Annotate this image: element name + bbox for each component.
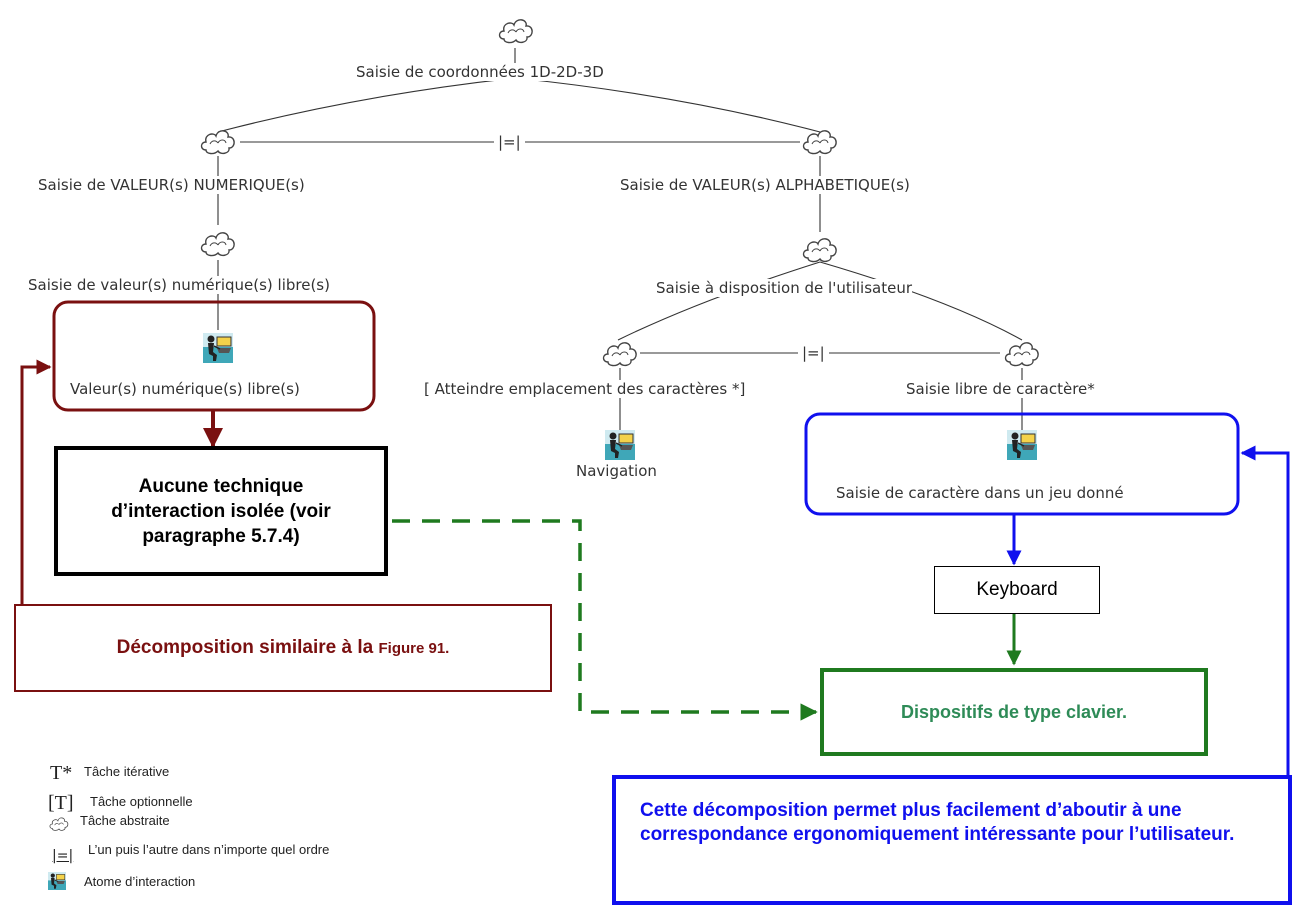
user-dispo-task-label: Saisie à disposition de l'utilisateur	[656, 279, 912, 297]
operator-label-2: |=|	[798, 344, 829, 362]
root-cloud-icon	[498, 19, 533, 44]
user-dispo-cloud-icon	[802, 238, 837, 263]
numeric-task-label: Saisie de VALEUR(s) NUMERIQUE(s)	[38, 176, 305, 194]
navigation-atom-icon	[605, 430, 635, 460]
reach-cloud-icon	[602, 342, 637, 367]
numeric-free-task-label: Saisie de valeur(s) numérique(s) libre(s…	[28, 276, 330, 294]
comment-text: Cette décomposition permet plus facileme…	[640, 800, 1235, 845]
free-char-task-label: Saisie libre de caractère*	[906, 380, 1095, 398]
keyboard-devices-box: Dispositifs de type clavier.	[820, 668, 1208, 756]
figure-reference: Figure 91.	[378, 639, 450, 657]
navigation-atom-label: Navigation	[576, 462, 657, 480]
alpha-cloud-icon	[802, 130, 837, 155]
legend-operator-symbol: |=|	[52, 848, 74, 864]
legend-cloud-icon	[49, 817, 69, 831]
alpha-task-label: Saisie de VALEUR(s) ALPHABETIQUE(s)	[620, 176, 910, 194]
legend-abstract-text: Tâche abstraite	[80, 813, 170, 828]
keyboard-label: Keyboard	[976, 579, 1058, 600]
numeric-atom-frame	[52, 300, 376, 412]
comment-box: Cette décomposition permet plus facileme…	[612, 775, 1292, 905]
legend-atom-icon	[48, 872, 66, 890]
root-task-label: Saisie de coordonnées 1D-2D-3D	[356, 63, 604, 81]
numeric-free-cloud-icon	[200, 232, 235, 257]
char-atom-label: Saisie de caractère dans un jeu donné	[836, 484, 1124, 502]
legend-iterative-symbol: T*	[50, 762, 73, 784]
legend-optional-symbol: [T]	[48, 792, 74, 814]
numeric-atom-label: Valeur(s) numérique(s) libre(s)	[70, 380, 300, 398]
keyboard-box: Keyboard	[934, 566, 1100, 614]
similar-decomposition-box: Décomposition similaire à la Figure 91.	[14, 604, 552, 692]
operator-label: |=|	[494, 133, 525, 151]
legend-atom-text: Atome d’interaction	[84, 874, 196, 889]
legend-iterative-text: Tâche itérative	[84, 764, 170, 779]
char-atom-frame	[804, 412, 1240, 516]
legend-optional-text: Tâche optionnelle	[90, 794, 193, 809]
devices-label: Dispositifs de type clavier.	[900, 701, 1128, 722]
legend-order-text: L’un puis l’autre dans n’importe quel or…	[88, 842, 330, 857]
free-char-cloud-icon	[1004, 342, 1039, 367]
numeric-atom-icon	[203, 333, 233, 363]
similar-text: Décomposition similaire à la	[116, 637, 379, 658]
no-technique-box: Aucune technique d’interaction isolée (v…	[54, 446, 388, 576]
char-atom-icon	[1007, 430, 1037, 460]
reach-task-label: [ Atteindre emplacement des caractères *…	[424, 380, 746, 398]
no-technique-text: Aucune technique d’interaction isolée (v…	[111, 475, 331, 547]
numeric-cloud-icon	[200, 130, 235, 155]
